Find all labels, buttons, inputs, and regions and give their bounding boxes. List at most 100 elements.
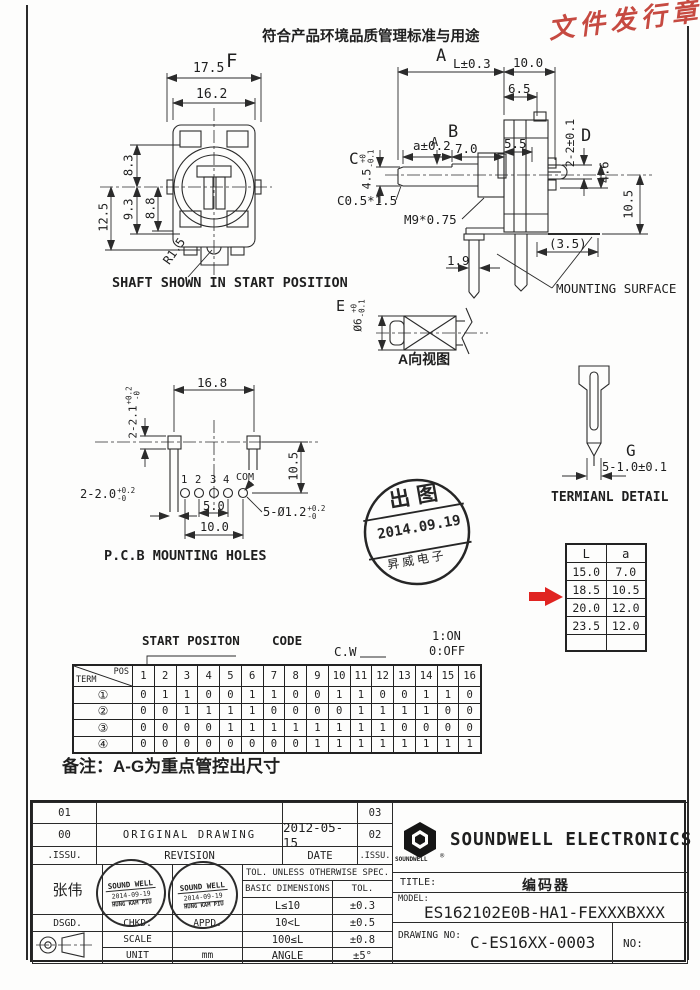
rev-issue-1r: 03 [357, 802, 393, 824]
code-col-header: 16 [458, 666, 480, 686]
code-cell: 0 [436, 703, 459, 719]
dim-4-5-tol: 4.5+0-0.1 [359, 145, 376, 195]
la-cell: 18.5 [572, 582, 601, 597]
code-col-header: 2 [153, 666, 176, 686]
code-col-header: 8 [284, 666, 306, 686]
datum-g: G [626, 441, 636, 460]
code-cell: 1 [262, 687, 285, 703]
tol-value-4: ±5° [332, 947, 393, 964]
la-col-a: a [605, 545, 646, 562]
datum-c: C [349, 149, 359, 168]
code-col-header: 11 [349, 666, 372, 686]
code-cell: 1 [262, 720, 285, 736]
code-col-header: 15 [436, 666, 459, 686]
la-row: 15.0 7.0 [567, 562, 645, 580]
code-cell: 0 [458, 687, 480, 703]
code-cell: 0 [284, 687, 306, 703]
model-value: ES162102E0B-HA1-FEXXXBXXX [424, 903, 665, 922]
tol-range-1: L≤10 [242, 897, 333, 915]
d220-sub: -0 [117, 493, 127, 503]
terminal-detail-linework [562, 365, 626, 480]
code-cell: 1 [197, 703, 219, 719]
release-stamp-linework [363, 478, 472, 586]
code-cell: 1 [240, 703, 263, 719]
dim-2-2-0-tol: 2-2.0+0.2-0 [80, 487, 135, 502]
code-col-header: 5 [219, 666, 241, 686]
tol-value-2: ±0.5 [332, 914, 393, 932]
rev-issue-2: 00 [32, 823, 97, 847]
front-view-linework [100, 73, 272, 278]
dim-5-5: 5.5 [504, 136, 527, 151]
legend-off: 0:OFF [429, 644, 466, 658]
code-cell: 0 [153, 720, 176, 736]
la-cell [605, 635, 646, 650]
la-cell: 10.5 [605, 581, 646, 598]
corner-diagonal [74, 666, 132, 686]
datum-b: B [448, 122, 459, 142]
mounting-surface-label: MOUNTING SURFACE [556, 281, 677, 296]
dim-a-0-2: a±0.2 [413, 138, 451, 153]
dim-4-5-base: 4.5 [359, 168, 374, 190]
dia6-base: Ø6 [351, 318, 365, 332]
code-col-header: 10 [327, 666, 350, 686]
code-cell: 1 [327, 736, 350, 752]
code-cell: 0 [393, 720, 415, 736]
code-cell: 0 [132, 687, 154, 703]
d220-base: 2-2.0 [80, 487, 117, 502]
la-cell: 20.0 [572, 600, 601, 615]
la-cell: 15.0 [572, 564, 601, 579]
company-name: SOUNDWELL ELECTRONICS [450, 830, 693, 850]
corner-pos-label: POS [113, 667, 129, 677]
code-col-header: 4 [197, 666, 219, 686]
code-cell: 1 [240, 687, 263, 703]
dim-12-5: 12.5 [96, 202, 111, 232]
code-cell: 1 [414, 736, 437, 752]
dim-3-5: (3.5) [549, 236, 587, 251]
tol-value-3: ±0.8 [332, 931, 393, 948]
side-view-linework [376, 67, 652, 299]
code-col-header: 14 [414, 666, 437, 686]
code-col-header: 12 [371, 666, 393, 686]
d221-base: 2-2.1 [126, 405, 140, 439]
code-cell: 0 [197, 720, 219, 736]
no-cell: NO: [612, 922, 688, 964]
code-table-linework [146, 655, 386, 664]
rev-issue-2r: 02 [357, 823, 393, 847]
rev-desc-1 [96, 802, 283, 824]
code-cell: 0 [284, 736, 306, 752]
code-col-header: 9 [306, 666, 328, 686]
code-cell: 1 [371, 736, 393, 752]
code-cell: 1 [175, 687, 198, 703]
code-cell: 1 [349, 720, 372, 736]
drawing-no-label: DRAWING NO: [398, 930, 461, 941]
code-cell: 0 [262, 736, 285, 752]
d221-sub: -0 [132, 390, 141, 400]
code-cell: 0 [132, 703, 154, 719]
dsgd-label: DSGD. [32, 914, 103, 932]
dim-dia6-tol: Ø6+0-0.1 [350, 286, 367, 346]
code-cell: 0 [371, 687, 393, 703]
code-col-header: 1 [132, 666, 154, 686]
code-cell: 0 [458, 703, 480, 719]
corner-term-label: TERM [76, 675, 97, 685]
dim-10-5: 10.5 [621, 189, 636, 219]
code-cell: 0 [175, 720, 198, 736]
dim-2-2-1-tol: 2-2.1+0.2-0 [125, 376, 142, 450]
view-a-arrow-label: A [431, 135, 439, 149]
rev-desc-2: ORIGINAL DRAWING [96, 823, 283, 847]
holes-sup: +0.2 [307, 504, 326, 513]
la-cell: 23.5 [572, 618, 601, 633]
code-cell: 1 [219, 720, 241, 736]
la-cell: 7.0 [605, 563, 646, 580]
title-label: TITLE: [400, 877, 437, 888]
scale-label: SCALE [102, 931, 173, 948]
la-selection-table: L a 15.0 7.0 18.5 10.5 20.0 12.0 23.5 12… [565, 543, 647, 652]
dim-8-8: 8.8 [143, 197, 158, 220]
scale-value [172, 931, 243, 948]
remark-note: 备注：A-G为重点管控出尺寸 [62, 757, 281, 776]
thread-label: M9*0.75 [404, 212, 457, 227]
model-label: MODEL: [398, 894, 429, 904]
